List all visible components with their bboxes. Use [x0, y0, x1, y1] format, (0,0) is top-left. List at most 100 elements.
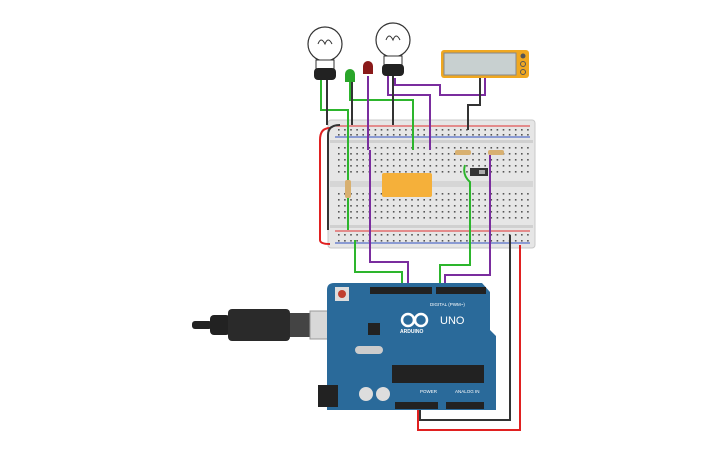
breadboard-hole[interactable] — [527, 147, 529, 149]
breadboard-hole[interactable] — [460, 234, 462, 236]
breadboard-hole[interactable] — [374, 205, 377, 207]
breadboard-hole[interactable] — [356, 240, 358, 242]
breadboard-hole[interactable] — [490, 240, 493, 242]
breadboard-hole[interactable] — [362, 211, 364, 213]
breadboard-hole[interactable] — [521, 129, 523, 131]
breadboard-hole[interactable] — [514, 193, 517, 195]
breadboard-hole[interactable] — [386, 171, 389, 173]
breadboard-hole[interactable] — [344, 129, 346, 131]
breadboard-hole[interactable] — [527, 129, 529, 131]
breadboard-hole[interactable] — [399, 129, 401, 131]
breadboard-hole[interactable] — [447, 134, 450, 136]
breadboard-hole[interactable] — [490, 165, 493, 167]
breadboard-hole[interactable] — [496, 165, 499, 167]
breadboard-hole[interactable] — [417, 199, 419, 201]
breadboard-hole[interactable] — [460, 193, 462, 195]
breadboard-hole[interactable] — [527, 159, 529, 161]
breadboard-hole[interactable] — [521, 159, 523, 161]
breadboard-hole[interactable] — [478, 199, 480, 201]
breadboard-hole[interactable] — [392, 234, 395, 236]
breadboard-hole[interactable] — [399, 240, 401, 242]
breadboard-hole[interactable] — [338, 240, 340, 242]
breadboard-hole[interactable] — [502, 193, 505, 195]
breadboard-hole[interactable] — [338, 153, 340, 155]
breadboard-hole[interactable] — [441, 199, 444, 201]
breadboard-hole[interactable] — [514, 211, 517, 213]
breadboard-hole[interactable] — [429, 205, 432, 207]
breadboard-hole[interactable] — [429, 159, 432, 161]
breadboard-hole[interactable] — [447, 205, 450, 207]
breadboard-hole[interactable] — [411, 153, 413, 155]
breadboard-hole[interactable] — [441, 147, 444, 149]
breadboard-hole[interactable] — [453, 171, 456, 173]
breadboard-hole[interactable] — [399, 171, 401, 173]
breadboard-hole[interactable] — [417, 211, 419, 213]
breadboard-hole[interactable] — [478, 193, 480, 195]
breadboard-hole[interactable] — [441, 159, 444, 161]
breadboard-hole[interactable] — [478, 153, 480, 155]
breadboard-hole[interactable] — [429, 240, 432, 242]
breadboard-hole[interactable] — [356, 205, 358, 207]
breadboard-hole[interactable] — [490, 159, 493, 161]
breadboard-hole[interactable] — [460, 171, 462, 173]
breadboard-hole[interactable] — [356, 129, 358, 131]
breadboard-hole[interactable] — [521, 205, 523, 207]
breadboard-hole[interactable] — [472, 211, 474, 213]
breadboard-hole[interactable] — [514, 199, 517, 201]
breadboard-hole[interactable] — [405, 153, 407, 155]
breadboard-hole[interactable] — [405, 171, 407, 173]
breadboard-hole[interactable] — [350, 240, 352, 242]
breadboard-hole[interactable] — [472, 159, 474, 161]
breadboard-hole[interactable] — [386, 134, 389, 136]
breadboard-hole[interactable] — [411, 171, 413, 173]
breadboard-hole[interactable] — [380, 153, 383, 155]
breadboard-hole[interactable] — [417, 165, 419, 167]
breadboard-hole[interactable] — [496, 240, 499, 242]
breadboard-hole[interactable] — [527, 205, 529, 207]
breadboard-hole[interactable] — [399, 147, 401, 149]
breadboard-hole[interactable] — [508, 165, 511, 167]
breadboard-hole[interactable] — [399, 199, 401, 201]
breadboard-hole[interactable] — [490, 134, 493, 136]
breadboard-hole[interactable] — [508, 153, 511, 155]
breadboard-hole[interactable] — [405, 217, 407, 219]
breadboard-hole[interactable] — [392, 134, 395, 136]
breadboard-hole[interactable] — [478, 234, 480, 236]
breadboard-hole[interactable] — [380, 211, 383, 213]
breadboard-hole[interactable] — [466, 159, 468, 161]
breadboard-hole[interactable] — [405, 211, 407, 213]
breadboard-hole[interactable] — [392, 147, 395, 149]
breadboard-hole[interactable] — [453, 234, 456, 236]
breadboard-hole[interactable] — [508, 205, 511, 207]
breadboard-hole[interactable] — [521, 199, 523, 201]
breadboard-hole[interactable] — [356, 199, 358, 201]
breadboard-hole[interactable] — [362, 217, 364, 219]
usb-cable[interactable] — [192, 309, 343, 341]
breadboard-hole[interactable] — [521, 165, 523, 167]
breadboard-hole[interactable] — [374, 129, 377, 131]
breadboard-hole[interactable] — [362, 159, 364, 161]
breadboard-hole[interactable] — [386, 234, 389, 236]
breadboard-hole[interactable] — [496, 134, 499, 136]
breadboard-hole[interactable] — [460, 205, 462, 207]
breadboard-hole[interactable] — [508, 171, 511, 173]
breadboard-hole[interactable] — [429, 165, 432, 167]
breadboard-hole[interactable] — [514, 134, 517, 136]
breadboard-hole[interactable] — [441, 205, 444, 207]
breadboard-hole[interactable] — [362, 134, 364, 136]
breadboard-hole[interactable] — [411, 199, 413, 201]
breadboard-hole[interactable] — [447, 193, 450, 195]
breadboard-hole[interactable] — [514, 147, 517, 149]
breadboard-hole[interactable] — [380, 205, 383, 207]
breadboard-hole[interactable] — [423, 129, 425, 131]
breadboard-hole[interactable] — [441, 211, 444, 213]
breadboard-hole[interactable] — [441, 165, 444, 167]
breadboard-hole[interactable] — [411, 234, 413, 236]
breadboard-hole[interactable] — [344, 134, 346, 136]
breadboard-hole[interactable] — [344, 153, 346, 155]
breadboard-hole[interactable] — [514, 234, 517, 236]
breadboard-hole[interactable] — [411, 217, 413, 219]
breadboard-hole[interactable] — [374, 199, 377, 201]
breadboard-hole[interactable] — [423, 159, 425, 161]
breadboard-hole[interactable] — [435, 165, 438, 167]
